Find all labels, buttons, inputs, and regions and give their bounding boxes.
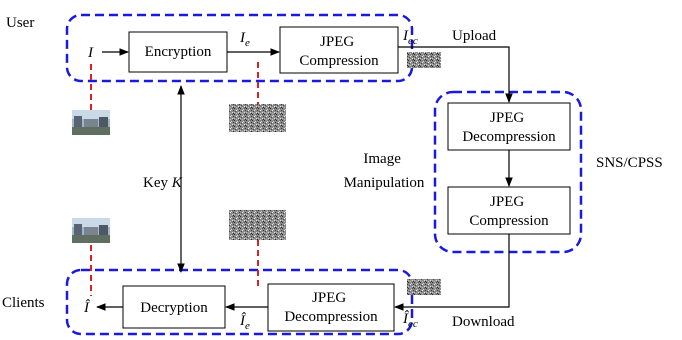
photo-thumbnail (72, 110, 110, 135)
signal-i-hat: Î (83, 299, 90, 316)
encryption-box (128, 31, 228, 73)
user-group-label: User (6, 15, 34, 31)
jpeg-decompression-right-box (447, 102, 571, 151)
sns-group-border (433, 90, 583, 254)
user-group-border (65, 13, 414, 83)
signal-i-hat-e: Îe (239, 312, 250, 332)
clients-group-border (65, 268, 414, 336)
signal-i: I (87, 45, 94, 61)
sns-group-label: SNS/CPSS (596, 155, 663, 171)
noise-thumbnail (229, 210, 286, 240)
noise-thumbnail (229, 104, 286, 132)
jpeg-decompression-bottom-label: JPEG Decompression (284, 290, 378, 325)
arrow-download (394, 234, 510, 311)
arrow-upload (398, 46, 513, 103)
download-label: Download (452, 314, 515, 330)
noise-thumbnail (407, 52, 441, 68)
jpeg-compression-top-label: JPEG Compression (299, 34, 379, 69)
upload-label: Upload (452, 28, 497, 44)
clients-group-label: Clients (2, 295, 45, 311)
jpeg-compression-top-box (279, 26, 399, 74)
encryption-label: Encryption (145, 44, 212, 60)
image-manipulation-label: Image Manipulation (344, 151, 425, 191)
photo-thumbnail (72, 218, 110, 243)
signal-i-ec: Iec (402, 28, 418, 47)
jpeg-decompression-bottom-box (267, 283, 395, 332)
key-label: Key K (143, 175, 183, 191)
signal-i-hat-ec: Îec (402, 310, 418, 330)
jpeg-decompression-right-label: JPEG Decompression (462, 110, 556, 145)
decryption-box (122, 285, 226, 329)
noise-thumbnail (407, 279, 441, 295)
jpeg-compression-right-label: JPEG Compression (469, 194, 549, 229)
decryption-label: Decryption (140, 300, 208, 316)
signal-i-e: Ie (239, 30, 250, 49)
